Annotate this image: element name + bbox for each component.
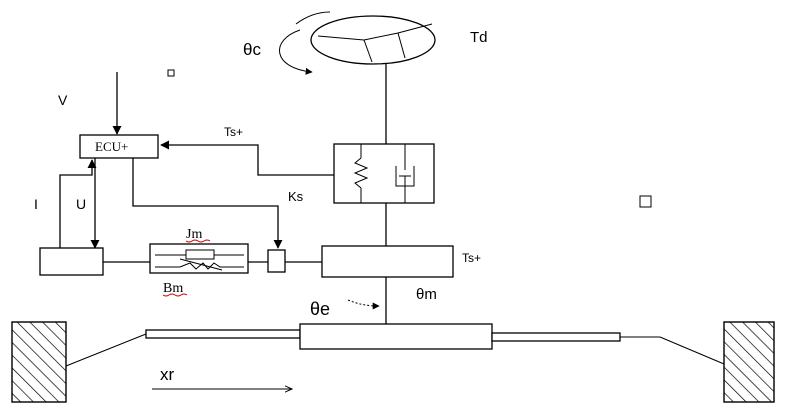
rack-right-segment bbox=[491, 332, 621, 342]
small-square-right bbox=[639, 195, 652, 208]
label-theta-m: θm bbox=[416, 286, 437, 303]
label-td: Td bbox=[470, 29, 488, 46]
label-v: V bbox=[58, 92, 68, 108]
label-ts-right: Ts+ bbox=[462, 251, 481, 265]
label-theta-e: θe bbox=[310, 299, 330, 319]
label-xr: xr bbox=[160, 365, 175, 384]
wheel-right bbox=[723, 321, 775, 403]
motor-jm-bm-element bbox=[149, 243, 249, 274]
ecu-box bbox=[79, 134, 159, 159]
theta-e-arrow bbox=[347, 299, 380, 310]
rack-housing bbox=[299, 323, 493, 350]
steering-wheel bbox=[310, 15, 436, 65]
rotation-arrow-theta-c bbox=[279, 11, 331, 75]
label-ecu: ECU+ bbox=[95, 139, 128, 154]
label-i: I bbox=[34, 196, 38, 212]
label-theta-c: θc bbox=[243, 40, 261, 59]
label-u: U bbox=[76, 196, 86, 212]
label-ks: Ks bbox=[288, 189, 304, 204]
ks-signal-line bbox=[132, 158, 283, 249]
reduction-gear-box bbox=[321, 245, 454, 278]
jm-underline bbox=[185, 239, 211, 243]
motor-driver-box bbox=[39, 247, 104, 276]
small-square-marker bbox=[167, 69, 175, 77]
bm-underline bbox=[162, 293, 188, 297]
label-ts-top: Ts+ bbox=[224, 125, 243, 139]
i-signal-line bbox=[59, 159, 97, 248]
label-jm: Jm bbox=[186, 227, 202, 242]
clutch-box bbox=[267, 249, 286, 273]
tie-rod-right-link bbox=[659, 336, 725, 365]
rack-left-segment bbox=[145, 329, 301, 339]
tie-rod-left bbox=[65, 333, 147, 367]
torque-sensor-box bbox=[333, 143, 435, 204]
wheel-left bbox=[11, 321, 67, 403]
label-bm: Bm bbox=[163, 281, 183, 296]
ts-signal-line bbox=[160, 140, 334, 176]
